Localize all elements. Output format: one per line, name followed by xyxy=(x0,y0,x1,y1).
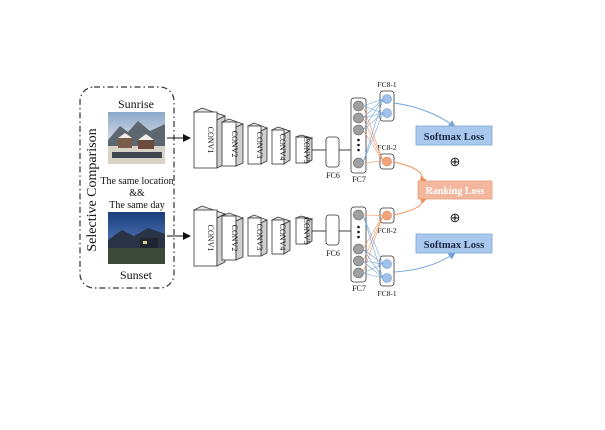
conv2-top-label: CONV2 xyxy=(230,131,239,158)
fc8-1-top-label: FC8-1 xyxy=(377,80,396,89)
sunrise-image xyxy=(108,112,165,164)
sunset-image xyxy=(108,212,165,264)
sunrise-label: Sunrise xyxy=(118,97,154,111)
arrow-fc8-2-bottom-to-ranking xyxy=(393,196,427,216)
fc7-bottom-label: FC7 xyxy=(352,284,366,293)
fc6-bottom xyxy=(325,214,340,246)
conv5-bottom: CONV5 xyxy=(294,215,314,245)
fc6-bottom-label: FC6 xyxy=(326,249,340,258)
fc7-fc8-connections-top xyxy=(362,98,384,164)
caption-line-2: && xyxy=(129,188,145,199)
plus-icon-bottom: ⊕ xyxy=(450,210,461,225)
ranking-loss-label: Ranking Loss xyxy=(426,186,485,197)
softmax-loss-top: Softmax Loss xyxy=(415,125,493,146)
conv2-top: CONV2 xyxy=(220,118,245,167)
selection-box xyxy=(79,86,175,289)
fc6-top xyxy=(325,136,340,168)
conv1-top-label: CONV1 xyxy=(206,127,215,154)
fc7-bottom xyxy=(350,206,367,283)
conv1-top: CONV1 xyxy=(192,107,227,169)
conv3-bottom-label: CONV3 xyxy=(255,224,264,251)
caption-line-3: The same day xyxy=(109,200,165,211)
arrow-fc8-1-bottom-to-softmax xyxy=(393,252,456,273)
conv3-top-label: CONV3 xyxy=(255,132,264,159)
fc6-top-label: FC6 xyxy=(326,171,340,180)
fc8-2-top-label: FC8-2 xyxy=(377,143,396,152)
fc7-top-label: FC7 xyxy=(352,175,366,184)
caption-line-1: The same location xyxy=(100,176,173,187)
conv4-bottom: CONV4 xyxy=(270,216,292,255)
sunset-label: Sunset xyxy=(120,268,153,282)
softmax-loss-bottom-label: Softmax Loss xyxy=(424,240,484,251)
plus-icon-top: ⊕ xyxy=(450,154,461,169)
conv5-bottom-label: CONV5 xyxy=(302,218,311,245)
fc8-1-bottom-label: FC8-1 xyxy=(377,289,396,298)
conv4-bottom-label: CONV4 xyxy=(278,224,287,251)
conv2-bottom-label: CONV2 xyxy=(230,225,239,252)
conv1-bottom-label: CONV1 xyxy=(206,225,215,252)
conv5-top: CONV5 xyxy=(294,134,314,164)
arrow-fc8-1-top-to-softmax xyxy=(393,102,456,128)
softmax-loss-top-label: Softmax Loss xyxy=(424,132,484,143)
ranking-loss: Ranking Loss xyxy=(417,180,493,200)
arrow-fc8-2-top-to-ranking xyxy=(393,161,427,184)
fc7-fc8-connections-bottom xyxy=(362,214,384,279)
fc7-top xyxy=(350,97,367,174)
conv5-top-label: CONV5 xyxy=(302,137,311,164)
fc8-2-bottom-label: FC8-2 xyxy=(377,226,396,235)
conv2-bottom: CONV2 xyxy=(220,212,245,261)
conv4-top-label: CONV4 xyxy=(278,134,287,161)
conv1-bottom: CONV1 xyxy=(192,205,227,267)
conv3-bottom: CONV3 xyxy=(247,214,268,257)
softmax-loss-bottom: Softmax Loss xyxy=(415,233,493,254)
selection-title: Selective Comparison xyxy=(85,128,100,251)
conv3-top: CONV3 xyxy=(247,122,268,165)
conv4-top: CONV4 xyxy=(270,126,292,165)
